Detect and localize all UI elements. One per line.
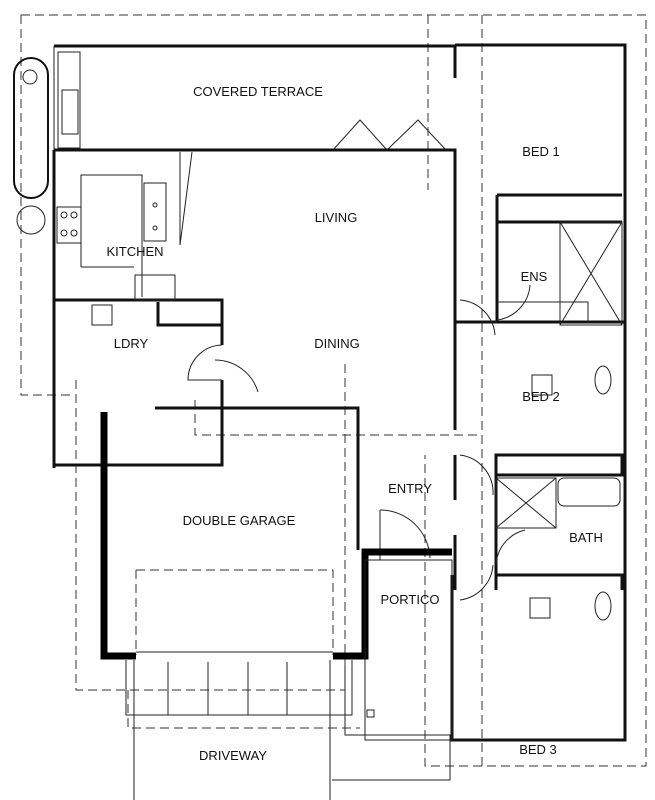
garage	[100, 412, 453, 741]
walls	[52, 43, 627, 742]
room-label-bed2: BED 2	[522, 389, 560, 404]
room-label-ens: ENS	[521, 269, 548, 284]
room-label-bed1: BED 1	[522, 144, 560, 159]
room-label-bath: BATH	[569, 530, 603, 545]
roofline	[20, 14, 647, 767]
room-label-ldry: LDRY	[114, 336, 149, 351]
room-label-kitchen: KITCHEN	[106, 244, 163, 259]
bathroom-fixtures	[495, 221, 623, 621]
room-label-entry: ENTRY	[388, 481, 432, 496]
room-label-bed3: BED 3	[519, 742, 557, 757]
room-label-double-garage: DOUBLE GARAGE	[183, 513, 296, 528]
driveway	[125, 660, 451, 800]
room-label-living: LIVING	[315, 210, 358, 225]
room-label-covered-terrace: COVERED TERRACE	[193, 84, 323, 99]
room-label-driveway: DRIVEWAY	[199, 748, 267, 763]
room-label-portico: PORTICO	[381, 592, 440, 607]
water-tank	[13, 57, 49, 235]
kitchen-fixtures	[56, 151, 223, 381]
room-label-dining: DINING	[314, 336, 360, 351]
